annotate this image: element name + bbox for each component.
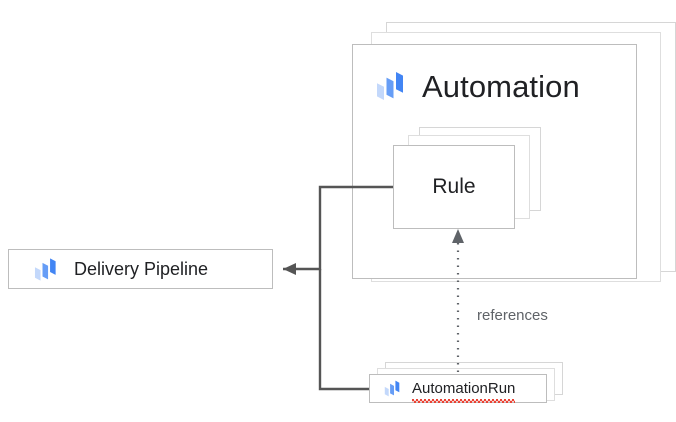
- automation-run-card[interactable]: AutomationRun: [369, 374, 547, 403]
- automation-header: Automation: [372, 64, 580, 108]
- references-edge-label: references: [477, 307, 548, 324]
- spellcheck-underline: [412, 398, 516, 403]
- cloud-deploy-icon: [31, 256, 58, 283]
- rule-card[interactable]: [393, 145, 515, 229]
- cloud-deploy-icon: [382, 379, 401, 398]
- automation-run-label: AutomationRun: [412, 379, 516, 397]
- delivery-pipeline-label: Delivery Pipeline: [74, 258, 209, 279]
- arrowhead-left-icon: [283, 263, 296, 275]
- automation-run-label-wrapper: AutomationRun: [412, 379, 516, 403]
- edge-automation-run-to-delivery-pipeline: [318, 269, 369, 391]
- automation-title: Automation: [422, 68, 580, 104]
- rule-label: Rule: [432, 175, 476, 198]
- delivery-pipeline-card[interactable]: Delivery Pipeline: [8, 249, 273, 289]
- cloud-deploy-icon: [372, 69, 406, 103]
